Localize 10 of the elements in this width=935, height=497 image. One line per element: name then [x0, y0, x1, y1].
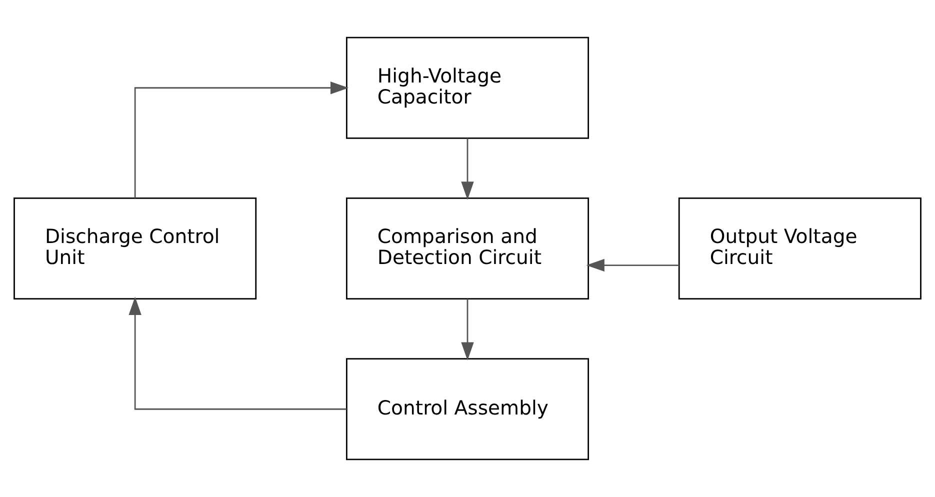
arrow: [134, 82, 349, 198]
arrow: [461, 138, 474, 200]
node-box: Output Voltage Circuit: [678, 198, 922, 300]
arrow: [461, 298, 474, 360]
arrow: [586, 258, 679, 272]
node-box: High-Voltage Capacitor: [346, 36, 590, 139]
node-box: Control Assembly: [346, 358, 590, 460]
node-box: Comparison and Detection Circuit: [346, 198, 590, 300]
arrow: [128, 296, 347, 410]
node-box: Discharge Control Unit: [14, 198, 257, 300]
